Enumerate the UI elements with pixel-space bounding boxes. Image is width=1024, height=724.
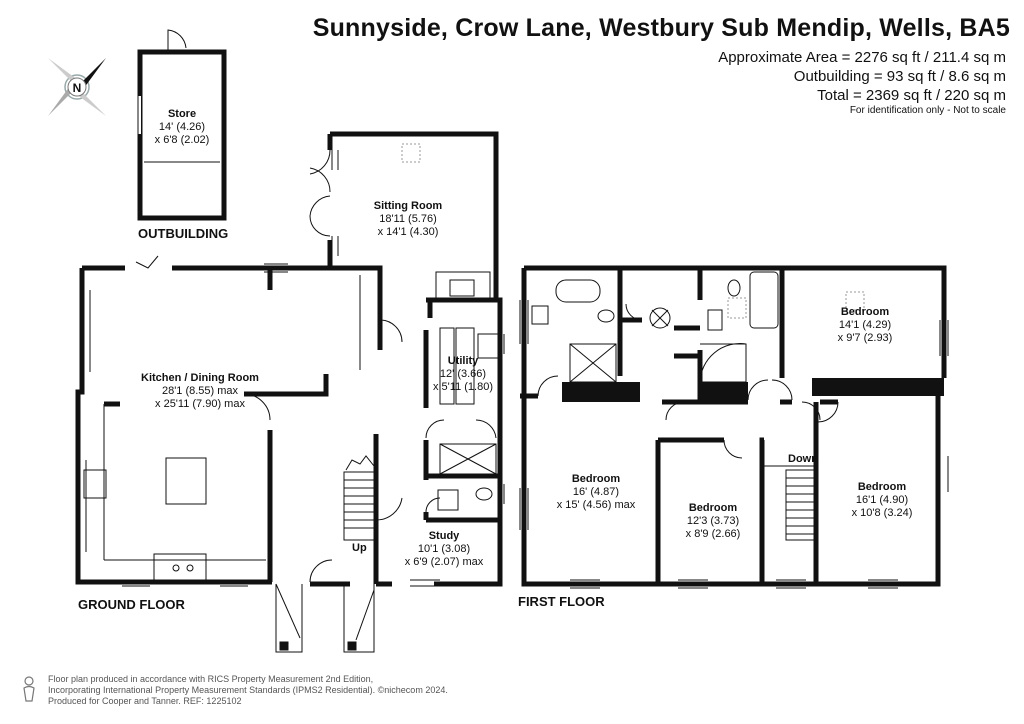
room-study: Study 10'1 (3.08) x 6'9 (2.07) max <box>394 530 494 569</box>
room-name: Bedroom <box>571 473 621 485</box>
room-dimension: x 6'8 (2.02) <box>154 134 210 146</box>
room-dimension: x 6'9 (2.07) max <box>404 556 484 568</box>
ground-floor-details <box>79 143 505 653</box>
room-bedroom-west: Bedroom 16' (4.87) x 15' (4.56) max <box>546 473 646 512</box>
property-title: Sunnyside, Crow Lane, Westbury Sub Mendi… <box>312 14 1010 42</box>
room-dimension: 14' (4.26) <box>158 121 206 133</box>
room-dimension: 14'1 (4.29) <box>838 319 892 331</box>
person-icon <box>23 676 35 702</box>
room-name: Store <box>167 108 197 120</box>
room-name: Kitchen / Dining Room <box>141 372 259 384</box>
room-dimension: x 10'8 (3.24) <box>851 507 913 519</box>
room-name: Bedroom <box>688 502 738 514</box>
area-outbuilding: Outbuilding = 93 sq ft / 8.6 sq m <box>793 68 1006 85</box>
room-utility: Utility 12' (3.66) x 5'11 (1.80) <box>428 355 498 394</box>
room-dimension: x 8'9 (2.66) <box>685 528 741 540</box>
room-name: Bedroom <box>840 306 890 318</box>
room-dimension: x 9'7 (2.93) <box>837 332 893 344</box>
room-dimension: x 14'1 (4.30) <box>377 226 439 238</box>
room-dimension: 16' (4.87) <box>572 486 620 498</box>
room-dimension: x 5'11 (1.80) <box>433 381 493 393</box>
compass-icon: N <box>48 58 106 116</box>
room-name: Utility <box>447 355 479 367</box>
outbuilding-label: OUTBUILDING <box>138 226 229 241</box>
stairs-up-label: Up <box>352 542 367 554</box>
room-kitchen-dining: Kitchen / Dining Room 28'1 (8.55) max x … <box>120 372 280 411</box>
stairs-down-label: Down <box>788 453 818 465</box>
room-name: Sitting Room <box>373 200 443 212</box>
room-dimension: 28'1 (8.55) max <box>161 385 239 397</box>
room-dimension: 10'1 (3.08) <box>417 543 471 555</box>
compass-north-label: N <box>73 81 82 95</box>
room-bedroom-middle: Bedroom 12'3 (3.73) x 8'9 (2.66) <box>668 502 758 541</box>
room-dimension: 12'3 (3.73) <box>686 515 740 527</box>
ground-floor-label: GROUND FLOOR <box>78 597 185 612</box>
ground-floor-walls <box>75 131 503 587</box>
room-dimension: x 25'11 (7.90) max <box>155 398 245 410</box>
room-name: Study <box>428 530 460 542</box>
room-bedroom-northeast: Bedroom 14'1 (4.29) x 9'7 (2.93) <box>820 306 910 345</box>
first-floor-details <box>519 271 949 589</box>
room-bedroom-east: Bedroom 16'1 (4.90) x 10'8 (3.24) <box>832 481 932 520</box>
area-approximate: Approximate Area = 2276 sq ft / 211.4 sq… <box>718 49 1006 66</box>
area-summary: Approximate Area = 2276 sq ft / 211.4 sq… <box>718 48 1006 105</box>
area-total: Total = 2369 sq ft / 220 sq m <box>817 87 1006 104</box>
first-floor-label: FIRST FLOOR <box>518 594 605 609</box>
room-dimension: x 15' (4.56) max <box>556 499 636 511</box>
disclaimer: For identification only - Not to scale <box>849 105 1006 116</box>
room-sitting-room: Sitting Room 18'11 (5.76) x 14'1 (4.30) <box>346 200 470 239</box>
outbuilding-walls <box>135 29 227 221</box>
room-dimension: 12' (3.66) <box>439 368 487 380</box>
footer-line: Incorporating International Property Mea… <box>48 685 448 695</box>
footer-notes: Floor plan produced in accordance with R… <box>48 674 448 707</box>
room-dimension: 16'1 (4.90) <box>855 494 909 506</box>
room-store: Store 14' (4.26) x 6'8 (2.02) <box>142 108 222 147</box>
room-dimension: 18'11 (5.76) <box>379 213 437 225</box>
footer-line: Produced for Cooper and Tanner. REF: 122… <box>48 696 242 706</box>
room-name: Bedroom <box>857 481 907 493</box>
footer-line: Floor plan produced in accordance with R… <box>48 674 374 684</box>
